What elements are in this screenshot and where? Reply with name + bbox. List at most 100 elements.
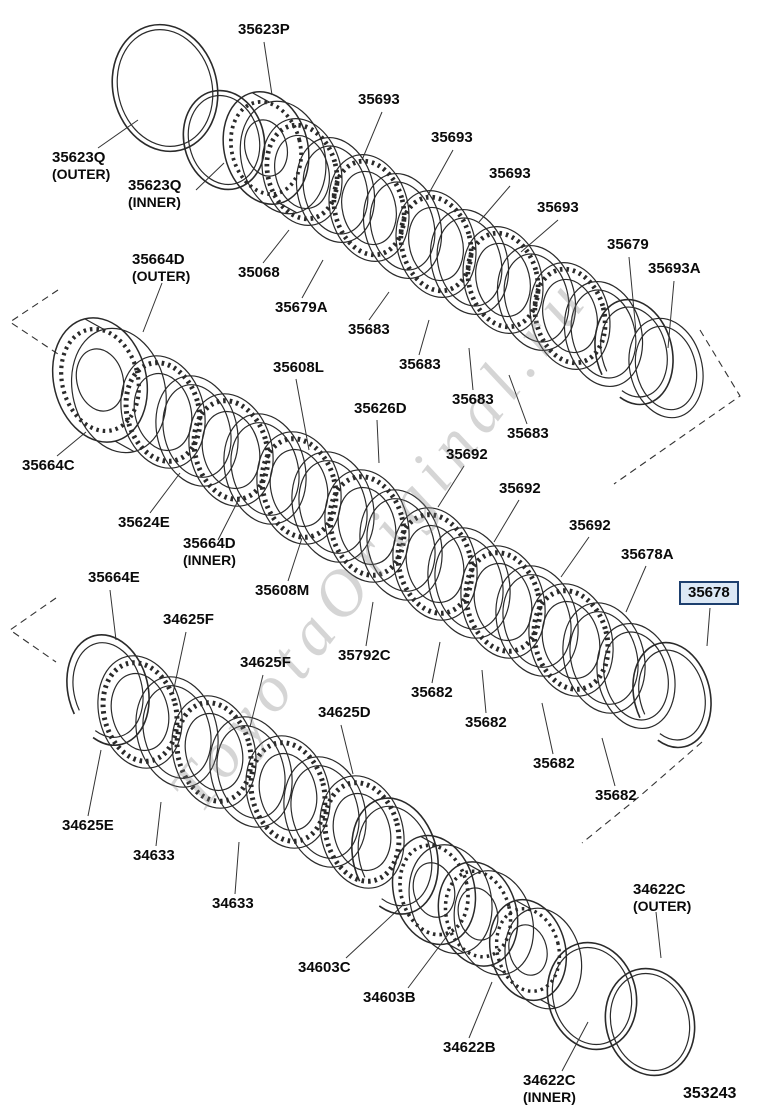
- leader-line: [601, 737, 616, 787]
- part-label-35624e[interactable]: 35624E: [118, 515, 170, 531]
- part-label-34622c-outer[interactable]: 34622C(OUTER): [633, 881, 691, 915]
- part-label-35679[interactable]: 35679: [607, 237, 649, 253]
- part-label-35068[interactable]: 35068: [238, 265, 280, 281]
- assembly-axis-dashed-line: [9, 289, 59, 355]
- part-label-35693[interactable]: 35693: [537, 200, 579, 216]
- part-number: 35682: [533, 755, 575, 772]
- part-label-35678a[interactable]: 35678A: [621, 547, 674, 563]
- leader-line: [345, 905, 403, 959]
- part-label-34633[interactable]: 34633: [212, 896, 254, 912]
- leader-line: [368, 291, 390, 321]
- leader-line: [217, 494, 242, 541]
- part-number: 35792C: [338, 647, 391, 664]
- leader-line: [234, 841, 240, 895]
- part-label-35692[interactable]: 35692: [446, 447, 488, 463]
- diagram-number: 353243: [683, 1085, 737, 1102]
- part-number: 34625D: [318, 704, 371, 721]
- part-label-35693[interactable]: 35693: [358, 92, 400, 108]
- leader-line: [262, 229, 290, 264]
- part-number: 34625F: [163, 611, 214, 628]
- leader-line: [263, 41, 273, 96]
- part-label-35683[interactable]: 35683: [507, 426, 549, 442]
- part-number: 35693: [358, 91, 400, 108]
- leader-line: [287, 537, 303, 582]
- part-number: 35624E: [118, 514, 170, 531]
- part-label-35792c[interactable]: 35792C: [338, 648, 391, 664]
- leader-line: [87, 749, 102, 817]
- leader-line: [142, 282, 163, 333]
- part-number-qualifier: (OUTER): [52, 166, 111, 182]
- part-label-35664d-outer[interactable]: 35664D(OUTER): [132, 251, 191, 285]
- leader-line: [340, 724, 354, 775]
- part-label-34622c-inner[interactable]: 34622C(INNER): [523, 1073, 576, 1106]
- leader-line: [468, 981, 493, 1039]
- part-number: 34633: [212, 895, 254, 912]
- part-number: 35678: [688, 584, 730, 601]
- leader-line: [418, 319, 430, 356]
- assembly-axis-dashed-line: [9, 597, 57, 663]
- part-label-35692[interactable]: 35692: [569, 518, 611, 534]
- part-number-qualifier: (OUTER): [132, 268, 191, 284]
- part-number: 34625E: [62, 817, 114, 834]
- part-number: 35692: [499, 480, 541, 497]
- part-number: 34625F: [240, 654, 291, 671]
- part-number: 35623Q: [52, 149, 106, 166]
- part-number: 35692: [446, 446, 488, 463]
- part-label-35693a[interactable]: 35693A: [648, 261, 701, 277]
- leader-line: [478, 185, 511, 223]
- leader-line: [427, 149, 454, 196]
- part-label-35683[interactable]: 35683: [399, 357, 441, 373]
- leader-line: [149, 472, 181, 514]
- part-label-34603b[interactable]: 34603B: [363, 990, 416, 1006]
- part-number: 35068: [238, 264, 280, 281]
- part-label-35664c[interactable]: 35664C: [22, 458, 75, 474]
- part-number: 34603C: [298, 959, 351, 976]
- part-number: 35682: [465, 714, 507, 731]
- part-number: 35608L: [273, 359, 324, 376]
- part-label-34603c[interactable]: 34603C: [298, 960, 351, 976]
- part-label-35682[interactable]: 35682: [465, 715, 507, 731]
- part-label-35664e[interactable]: 35664E: [88, 570, 140, 586]
- part-label-35682[interactable]: 35682: [595, 788, 637, 804]
- part-label-35623q-outer[interactable]: 35623Q(OUTER): [52, 149, 111, 183]
- part-label-35682[interactable]: 35682: [533, 756, 575, 772]
- part-label-35664d-inner[interactable]: 35664D(INNER): [183, 536, 236, 569]
- leader-line: [628, 256, 637, 333]
- part-label-34625e[interactable]: 34625E: [62, 818, 114, 834]
- leader-line: [706, 607, 711, 647]
- part-label-35623p[interactable]: 35623P: [238, 22, 290, 38]
- part-label-35623q-inner[interactable]: 35623Q(INNER): [128, 178, 181, 211]
- part-label-34625f[interactable]: 34625F: [163, 612, 214, 628]
- part-number: 34622B: [443, 1039, 496, 1056]
- part-label-34633[interactable]: 34633: [133, 848, 175, 864]
- leader-line: [481, 669, 487, 714]
- part-label-35626d[interactable]: 35626D: [354, 401, 407, 417]
- part-label-35683[interactable]: 35683: [452, 392, 494, 408]
- part-label-35693[interactable]: 35693: [489, 166, 531, 182]
- part-label-34622b[interactable]: 34622B: [443, 1040, 496, 1056]
- part-number: 35623P: [238, 21, 290, 38]
- part-number: 35664E: [88, 569, 140, 586]
- part-label-35608l[interactable]: 35608L: [273, 360, 324, 376]
- part-label-35682[interactable]: 35682: [411, 685, 453, 701]
- leader-line: [97, 119, 139, 149]
- leader-line: [301, 259, 324, 299]
- part-label-35679a[interactable]: 35679A: [275, 300, 328, 316]
- part-number: 35682: [411, 684, 453, 701]
- part-label-35692[interactable]: 35692: [499, 481, 541, 497]
- leader-line: [365, 601, 374, 647]
- part-label-35683[interactable]: 35683: [348, 322, 390, 338]
- part-label-35693[interactable]: 35693: [431, 130, 473, 146]
- leader-line: [508, 374, 528, 425]
- assembly-axis-guides: [9, 289, 741, 844]
- part-label-34625d[interactable]: 34625D: [318, 705, 371, 721]
- leader-line: [407, 931, 451, 989]
- part-label-35678[interactable]: 35678: [679, 581, 739, 605]
- part-number: 35664D: [132, 251, 185, 268]
- part-label-35608m[interactable]: 35608M: [255, 583, 309, 599]
- leader-line: [195, 162, 225, 191]
- leader-line: [541, 702, 554, 755]
- part-number: 35683: [452, 391, 494, 408]
- part-number: 34622C: [633, 881, 686, 898]
- part-label-34625f[interactable]: 34625F: [240, 655, 291, 671]
